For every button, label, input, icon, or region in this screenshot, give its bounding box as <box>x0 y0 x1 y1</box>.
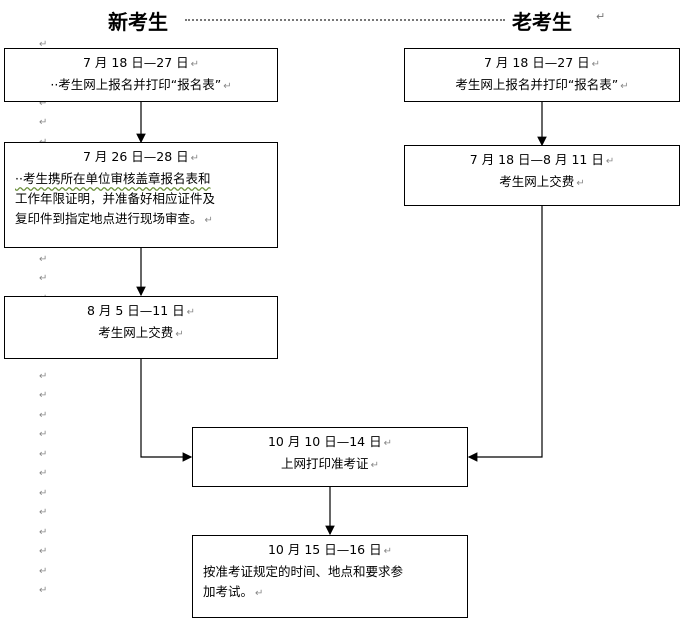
paragraph-mark-icon: ↵ <box>39 448 48 460</box>
new-step-3-box: 8 月 5 日—11 日↵ 考生网上交费↵ <box>4 296 278 359</box>
new-step-1-box: 7 月 18 日—27 日↵ ··考生网上报名并打印“报名表”↵ <box>4 48 278 102</box>
paragraph-mark-icon: ↵ <box>39 526 48 538</box>
paragraph-mark-icon: ↵ <box>39 565 48 577</box>
new-step-2-text-line-3: 复印件到指定地点进行现场审查。 <box>15 211 203 226</box>
paragraph-mark-icon: ↵ <box>175 329 184 340</box>
paragraph-mark-icon: ↵ <box>223 81 232 92</box>
paragraph-mark-icon: ↵ <box>620 81 629 92</box>
paragraph-mark-icon: ↵ <box>576 178 585 189</box>
paragraph-mark-icon: ↵ <box>39 546 48 557</box>
common-step-1-date: 10 月 10 日—14 日 <box>267 434 382 449</box>
new-step-1-date: 7 月 18 日—27 日 <box>82 55 189 70</box>
common-step-2-box: 10 月 15 日—16 日↵ 按准考证规定的时间、地点和要求参 加考试。↵ <box>192 535 468 618</box>
paragraph-mark-icon: ↵ <box>255 588 264 599</box>
paragraph-mark-icon: ↵ <box>39 390 48 401</box>
paragraph-mark-icon: ↵ <box>370 460 379 471</box>
new-step-2-box: 7 月 26 日—28 日↵ ··考生携所在单位审核盖章报名表和 工作年限证明，… <box>4 142 278 248</box>
arrow-old-2-to-common <box>467 206 543 462</box>
paragraph-mark-icon: ↵ <box>39 273 48 284</box>
new-step-2-text-line-2: 工作年限证明，并准备好相应证件及 <box>15 191 216 206</box>
old-candidates-heading: 老考生 <box>512 10 572 34</box>
old-step-1-box: 7 月 18 日—27 日↵ 考生网上报名并打印“报名表”↵ <box>404 48 680 102</box>
arrow-new-3-to-common <box>140 359 193 462</box>
paragraph-mark-icon: ↵ <box>383 438 392 449</box>
paragraph-mark-icon: ↵ <box>383 546 392 557</box>
paragraph-mark-icon: ↵ <box>39 487 48 499</box>
old-step-1-text: 考生网上报名并打印“报名表” <box>455 77 619 92</box>
paragraph-mark-icon: ↵ <box>39 253 48 265</box>
common-step-2-text-line-2: 加考试。 <box>203 584 254 599</box>
new-step-2-date: 7 月 26 日—28 日 <box>82 149 189 164</box>
new-candidates-heading: 新考生 <box>108 10 168 34</box>
new-step-1-text: ··考生网上报名并打印“报名表” <box>50 77 222 92</box>
common-step-2-date: 10 月 15 日—16 日 <box>267 542 382 557</box>
new-step-3-date: 8 月 5 日—11 日 <box>86 303 185 318</box>
old-step-2-date: 7 月 18 日—8 月 11 日 <box>469 152 604 167</box>
old-step-2-box: 7 月 18 日—8 月 11 日↵ 考生网上交费↵ <box>404 145 680 206</box>
new-step-3-text: 考生网上交费 <box>98 325 174 340</box>
paragraph-mark-icon: ↵ <box>39 409 48 421</box>
paragraph-mark-icon: ↵ <box>39 117 48 128</box>
paragraph-mark-icon: ↵ <box>39 97 48 109</box>
paragraph-mark-icon: ↵ <box>39 39 48 50</box>
paragraph-mark-icon: ↵ <box>39 370 48 382</box>
paragraph-mark-icon: ↵ <box>186 307 196 318</box>
old-step-1-date: 7 月 18 日—27 日 <box>483 55 590 70</box>
paragraph-mark-icon: ↵ <box>39 468 48 479</box>
paragraph-mark-icon: ↵ <box>596 10 606 23</box>
paragraph-mark-icon: ↵ <box>591 59 601 70</box>
heading-dotted-leader <box>185 19 505 21</box>
common-step-2-text-line-1: 按准考证规定的时间、地点和要求参 <box>203 564 404 579</box>
paragraph-mark-icon: ↵ <box>39 585 48 596</box>
paragraph-mark-icon: ↵ <box>39 507 48 518</box>
paragraph-mark-icon: ↵ <box>605 156 615 167</box>
paragraph-mark-icon: ↵ <box>39 429 48 440</box>
common-step-1-text: 上网打印准考证 <box>281 456 369 471</box>
paragraph-mark-icon: ↵ <box>190 153 200 164</box>
paragraph-mark-icon: ↵ <box>190 59 200 70</box>
old-step-2-text: 考生网上交费 <box>499 174 575 189</box>
paragraph-mark-icon: ↵ <box>204 215 213 226</box>
common-step-1-box: 10 月 10 日—14 日↵ 上网打印准考证↵ <box>192 427 468 487</box>
new-step-2-text-line-1: ··考生携所在单位审核盖章报名表和 <box>15 171 211 186</box>
